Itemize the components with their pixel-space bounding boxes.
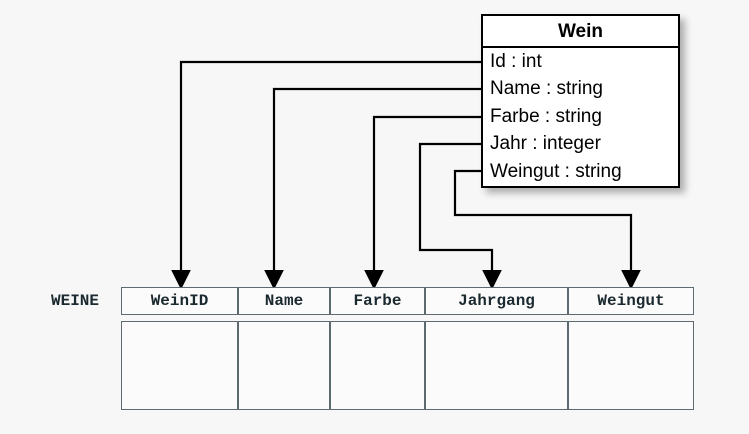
class-attribute-name: Name : string [490, 78, 603, 100]
column-header-weinid[interactable]: WeinID [121, 287, 238, 315]
column-header-weingut[interactable]: Weingut [568, 287, 694, 315]
class-attribute-list: Id : int Name : string Farbe : string Ja… [483, 48, 678, 185]
connector-farbe-to-farbe [364, 115, 481, 290]
relational-table[interactable]: WeinID Name Farbe Jahrgang Weingut [121, 287, 694, 410]
connector-name-to-name [264, 87, 481, 290]
connector-jahr-to-jahrgang [418, 142, 502, 290]
column-header-farbe[interactable]: Farbe [330, 287, 425, 315]
class-attribute-id: Id : int [490, 51, 542, 72]
uml-class-box[interactable]: Wein Id : int Name : string Farbe : stri… [481, 14, 680, 188]
table-cell-weingut[interactable] [568, 321, 694, 410]
class-attribute-farbe: Farbe : string [490, 105, 602, 127]
table-cell-name[interactable] [238, 321, 330, 410]
connector-weingut-to-weingut [453, 169, 641, 290]
class-attribute-weingut: Weingut : string [490, 160, 622, 182]
class-name: Wein [483, 16, 678, 48]
class-attribute-jahr: Jahr : integer [490, 133, 601, 155]
relation-name-label: WEINE [51, 292, 100, 310]
connector-id-to-weinid [171, 60, 481, 290]
table-header-row: WeinID Name Farbe Jahrgang Weingut [121, 287, 694, 315]
column-header-jahrgang[interactable]: Jahrgang [425, 287, 568, 315]
table-cell-jahrgang[interactable] [425, 321, 568, 410]
table-cell-farbe[interactable] [330, 321, 425, 410]
column-header-name[interactable]: Name [238, 287, 330, 315]
table-cell-weinid[interactable] [121, 321, 238, 410]
table-row[interactable] [121, 321, 694, 410]
